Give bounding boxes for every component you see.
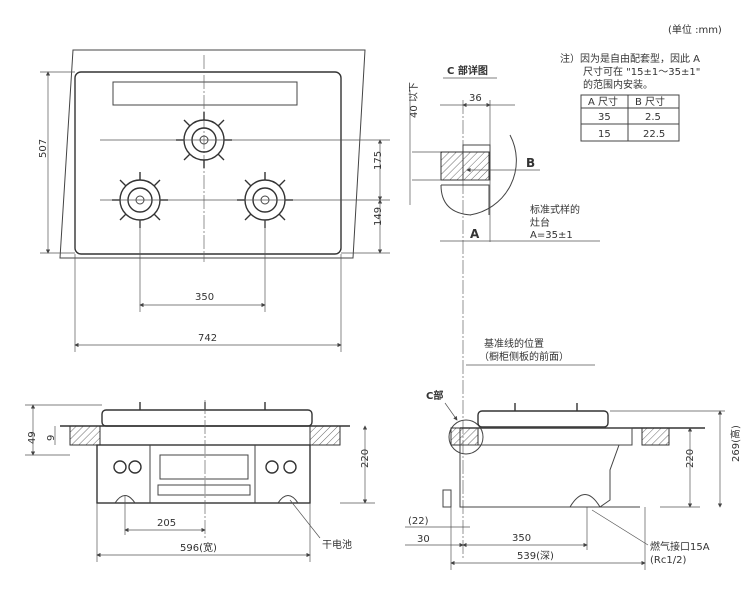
top-view: 507 175 149 350 742 bbox=[38, 49, 390, 352]
std-line-1: 标准式样的 bbox=[530, 203, 580, 216]
table-header-a: A 尺寸 bbox=[588, 95, 618, 108]
dim-30: 30 bbox=[417, 534, 430, 545]
dimension-table: A 尺寸 B 尺寸 35 2.5 15 22.5 bbox=[580, 94, 680, 142]
std-line-2: 灶台 bbox=[530, 216, 550, 229]
dim-175: 175 bbox=[373, 151, 384, 170]
dim-36: 36 bbox=[469, 93, 482, 104]
label-b: B bbox=[526, 156, 535, 170]
std-line-3: A=35±1 bbox=[530, 230, 573, 241]
table-cell: 15 bbox=[598, 129, 611, 140]
dim-22: (22) bbox=[408, 516, 429, 527]
c-part-label: C部 bbox=[426, 389, 443, 402]
dim-220: 220 bbox=[360, 449, 371, 468]
dim-507: 507 bbox=[38, 139, 49, 158]
dim-539: 539(深) bbox=[517, 550, 554, 562]
dim-350: 350 bbox=[195, 292, 214, 303]
table-cell: 22.5 bbox=[643, 129, 665, 140]
detail-title: C 部详图 bbox=[447, 64, 488, 77]
dim-205: 205 bbox=[157, 518, 176, 529]
table-cell: 2.5 bbox=[645, 112, 661, 123]
side-dim-350: 350 bbox=[512, 533, 531, 544]
table-cell: 35 bbox=[598, 112, 611, 123]
c-detail: C 部详图 36 40 以下 B A 标准式样的 灶台 A=35±1 基准线的位… bbox=[409, 64, 600, 560]
table-header-b: B 尺寸 bbox=[635, 95, 665, 108]
note-line-3: 的范围内安装。 bbox=[583, 78, 653, 91]
dim-269: 269(高) bbox=[729, 425, 742, 462]
battery-label: 干电池 bbox=[322, 538, 352, 551]
gas-inlet-label: 燃气接口15A bbox=[650, 540, 710, 553]
ref-line-2: （橱柜侧板的前面） bbox=[479, 350, 569, 363]
front-view: 49 9 220 205 596(宽) 干电池 bbox=[25, 400, 375, 562]
ref-line-1: 基准线的位置 bbox=[484, 337, 544, 350]
side-view: C部 220 269(高) (22) 30 350 539(深) 燃气接口15A… bbox=[405, 389, 742, 570]
label-a: A bbox=[470, 227, 480, 241]
side-dim-220: 220 bbox=[685, 449, 696, 468]
dim-149: 149 bbox=[373, 207, 384, 226]
dim-9: 9 bbox=[46, 435, 57, 441]
dim-49: 49 bbox=[27, 431, 38, 444]
dim-40: 40 以下 bbox=[409, 82, 420, 118]
note-line-2: 尺寸可在 "15±1～35±1" bbox=[583, 65, 700, 78]
dim-596: 596(宽) bbox=[180, 541, 217, 554]
unit-label: (单位 :mm) bbox=[668, 23, 722, 36]
note-line-1: 注）因为是自由配套型，因此 A bbox=[560, 52, 700, 65]
gas-inlet-thread: (Rc1/2) bbox=[650, 555, 686, 566]
dim-742: 742 bbox=[198, 333, 217, 344]
